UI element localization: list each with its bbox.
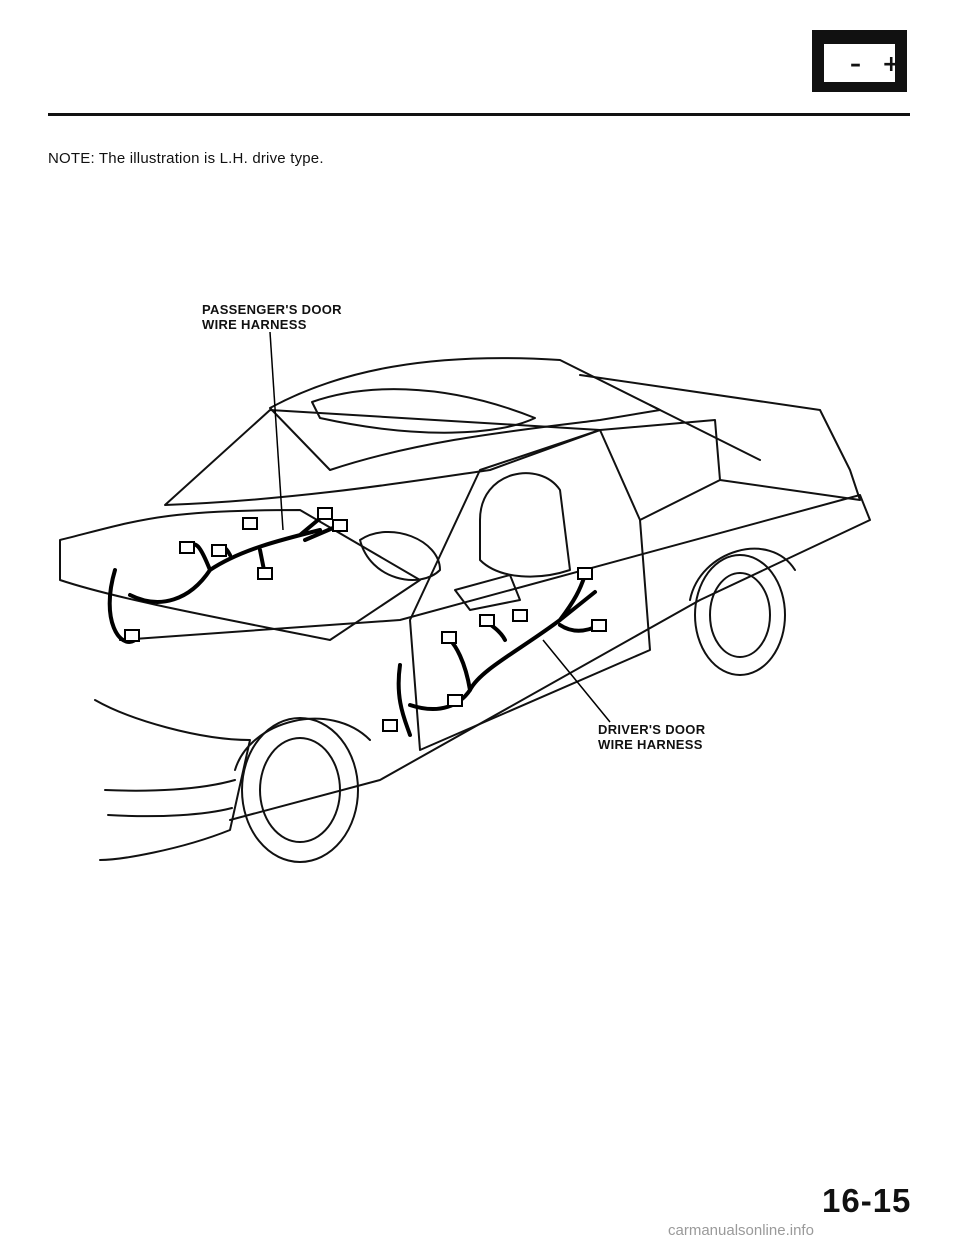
battery-plus-symbol: + xyxy=(882,52,901,77)
header-rule xyxy=(48,113,910,116)
connector xyxy=(211,544,227,557)
callout-line: WIRE HARNESS xyxy=(598,737,703,752)
car-driver-door xyxy=(409,429,651,751)
callout-line: DRIVER'S DOOR xyxy=(598,722,706,737)
battery-minus-symbol: – xyxy=(850,52,861,77)
car-hood xyxy=(59,509,421,641)
connector xyxy=(124,629,140,642)
car-sunroof xyxy=(311,388,536,434)
car-side-mirror xyxy=(454,574,521,611)
car-front-seat xyxy=(479,472,571,578)
battery-body: – + xyxy=(824,44,900,82)
car-front-bumper xyxy=(94,699,251,861)
battery-terminal-right xyxy=(874,36,888,46)
watermark: carmanualsonline.info xyxy=(668,1222,814,1239)
connector xyxy=(179,541,195,554)
car-rear-wheel xyxy=(694,554,786,676)
car-front-wheel xyxy=(241,717,359,863)
callout-line: PASSENGER'S DOOR xyxy=(202,302,342,317)
driver-door-wire-harness xyxy=(396,573,602,737)
car-body-side xyxy=(119,494,871,821)
connector xyxy=(382,719,398,732)
connector xyxy=(242,517,258,530)
note-text: NOTE: The illustration is L.H. drive typ… xyxy=(48,150,324,167)
connector xyxy=(441,631,457,644)
car-steering-wheel xyxy=(359,530,441,581)
connector xyxy=(317,507,333,520)
connector xyxy=(447,694,463,707)
callout-line: WIRE HARNESS xyxy=(202,317,307,332)
connector xyxy=(591,619,607,632)
connector xyxy=(257,567,273,580)
car-windshield xyxy=(164,409,601,506)
connector xyxy=(577,567,593,580)
connector xyxy=(512,609,528,622)
page-number: 16-15 xyxy=(822,1182,912,1219)
driver-callout-leader xyxy=(542,639,611,723)
battery-terminal-left xyxy=(832,36,846,46)
car-rear-deck xyxy=(579,374,861,501)
connector xyxy=(479,614,495,627)
passenger-door-wire-harness xyxy=(107,508,342,644)
connector xyxy=(332,519,348,532)
battery-icon: – + xyxy=(812,30,907,92)
passenger-callout-leader xyxy=(269,331,284,531)
passenger-door-harness-callout: PASSENGER'S DOOR WIRE HARNESS xyxy=(202,302,342,332)
driver-door-harness-callout: DRIVER'S DOOR WIRE HARNESS xyxy=(598,722,705,752)
